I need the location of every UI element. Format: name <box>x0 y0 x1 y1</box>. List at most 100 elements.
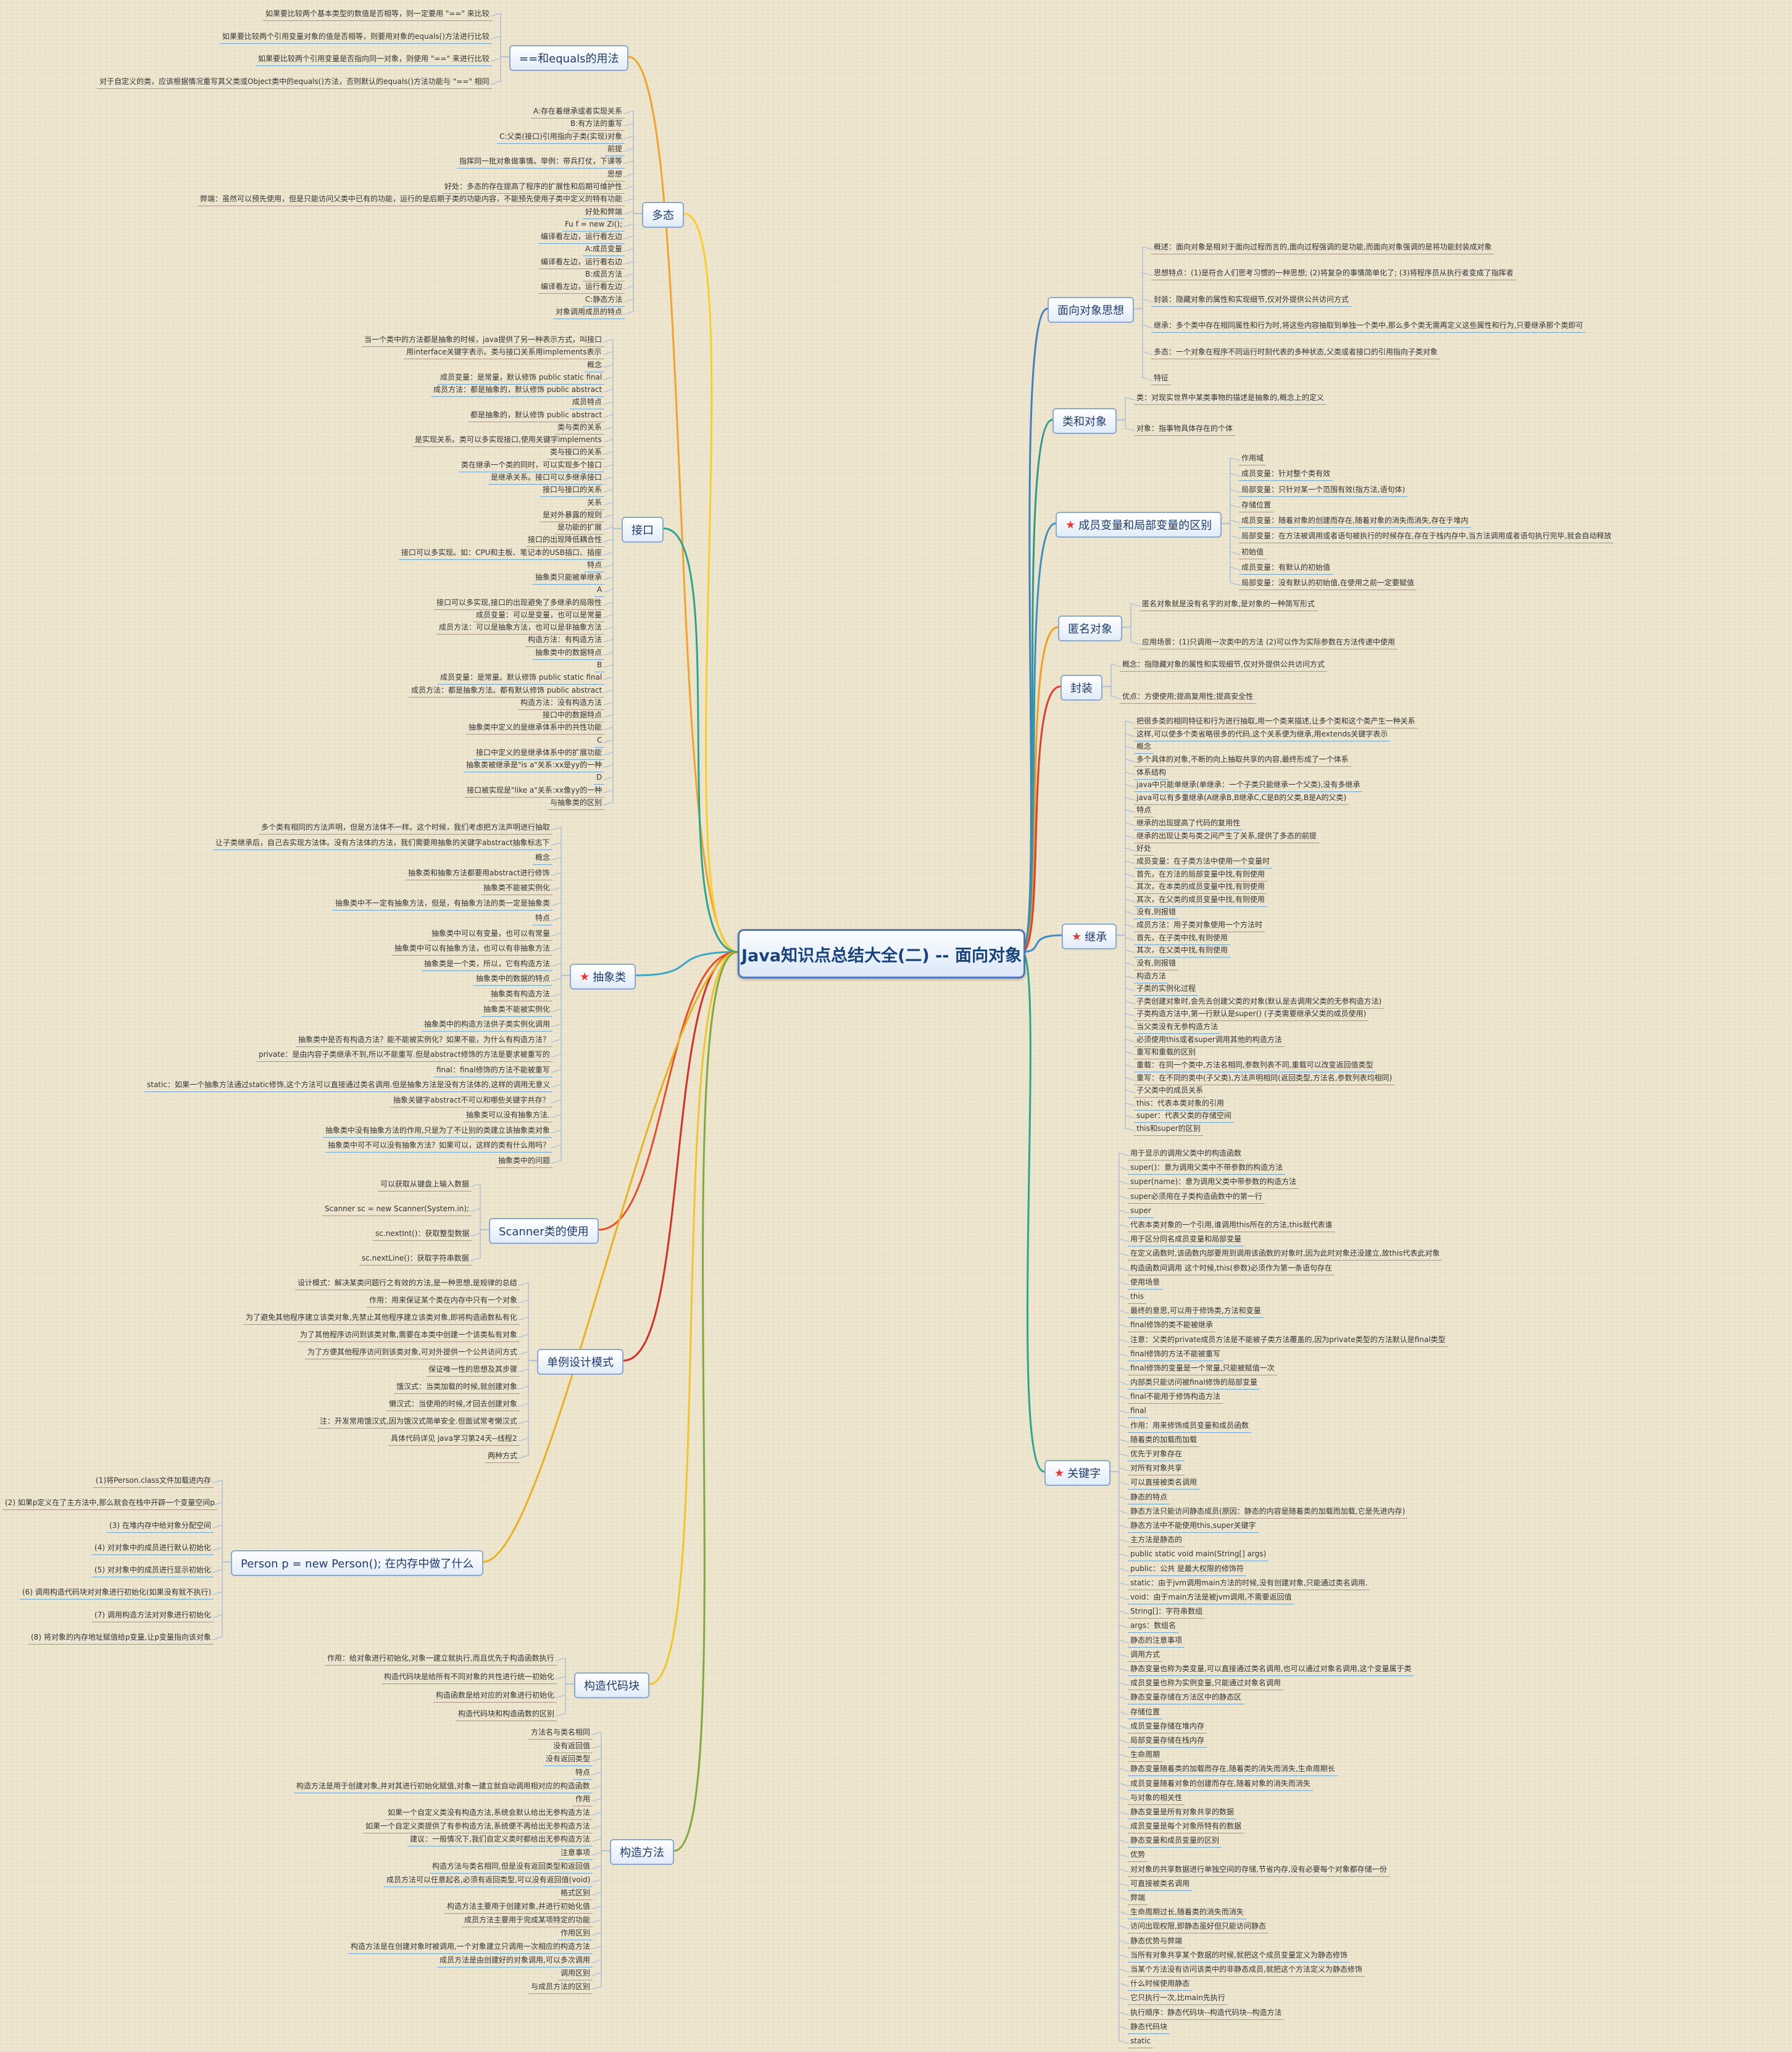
branch-constructor[interactable]: 构造方法 <box>610 1839 674 1865</box>
connector-line <box>1119 1353 1130 1357</box>
connector-line <box>602 790 614 793</box>
branch-anon[interactable]: 匿名对象 <box>1058 615 1122 641</box>
connector-line <box>602 752 614 756</box>
connector-line <box>1125 848 1136 851</box>
branch-class-obj[interactable]: 类和对象 <box>1052 408 1117 434</box>
connector-line <box>602 514 614 518</box>
connector-line <box>1119 1153 1130 1156</box>
connector-line <box>1119 1954 1130 1958</box>
connector-line <box>1125 733 1136 737</box>
leaf-node: 成员方法可以任意起名,必须有返回类型,可以没有返回值(void) <box>383 1875 593 1887</box>
leaf-node: 静态变量也称为类变量,可以直接通过类名调用,也可以通过对象名调用,这个变量属于类 <box>1127 1664 1414 1676</box>
connector-line <box>1125 784 1136 788</box>
connector-line <box>598 951 739 1231</box>
connector-line <box>1119 1840 1130 1843</box>
leaf-node: 弊端：虽然可以预先使用，但是只能访问父类中已有的功能，运行的是后期子类的功能内容… <box>197 194 625 206</box>
connector-line <box>602 464 614 468</box>
branch-singleton[interactable]: 单例设计模式 <box>537 1349 623 1375</box>
connector-line <box>1119 1339 1130 1343</box>
leaf-node: 抽象类中没有抽象方法的作用,只是为了不让别的类建立该抽象类对象 <box>323 1126 552 1138</box>
connector-line <box>1119 1425 1130 1428</box>
leaf-node: 对所有对象共享 <box>1127 1464 1185 1475</box>
branch-interface[interactable]: 接口 <box>622 517 664 543</box>
connector-line <box>1125 720 1136 724</box>
connector-line <box>1125 822 1136 826</box>
leaf-node: 抽象类不能被实例化 <box>480 1005 553 1017</box>
branch-vars[interactable]: ★成员变量和局部变量的区别 <box>1056 512 1222 538</box>
connector-line <box>551 903 562 906</box>
leaf-node: 特点 <box>1133 806 1154 817</box>
connector-line <box>490 58 501 62</box>
connector-line <box>602 639 614 643</box>
connector-line <box>1125 861 1136 864</box>
connector-line <box>1125 962 1136 966</box>
leaf-node: 首先，在子类中找,有则使用 <box>1134 933 1230 945</box>
connector-line <box>551 1054 562 1057</box>
connector-line <box>1230 504 1241 508</box>
branch-scanner[interactable]: Scanner类的使用 <box>489 1218 599 1244</box>
leaf-node: super <box>1128 1206 1154 1218</box>
leaf-node: 注意事项 <box>557 1848 593 1860</box>
leaf-node: 静态变量存储在方法区中的静态区 <box>1127 1693 1244 1704</box>
connector-line <box>1125 1077 1136 1081</box>
connector-line <box>1142 272 1153 276</box>
connector-line <box>1119 1883 1130 1887</box>
connector-line <box>1125 1026 1136 1030</box>
leaf-node: 其次，在父类的成员变量中找,有则使用 <box>1134 895 1267 907</box>
branch-encap[interactable]: 封装 <box>1061 675 1102 701</box>
leaf-node: 让子类继承后，自己去实现方法体。没有方法体的方法，我们需要用抽象的关键字abst… <box>213 838 552 850</box>
connector-line <box>1111 664 1122 667</box>
branch-oop[interactable]: 面向对象思想 <box>1048 297 1134 323</box>
connector-line <box>1119 1825 1130 1829</box>
leaf-node: 成员方法：可以是抽象方法，也可以是非抽象方法 <box>436 623 605 635</box>
leaf-node: java中只能单继承(单继承：一个子类只能继承一个父类),没有多继承 <box>1133 780 1363 792</box>
connector-line <box>1020 626 1059 953</box>
connector-line <box>623 261 634 265</box>
branch-new-person[interactable]: Person p = new Person(); 在内存中做了什么 <box>231 1550 484 1576</box>
connector-line <box>551 1160 562 1164</box>
connector-line <box>1119 1310 1130 1314</box>
leaf-node: 匿名对象就是没有名字的对象,是对象的一种简写形式 <box>1140 599 1317 611</box>
central-topic[interactable]: Java知识点总结大全(二) -- 面向对象 <box>738 929 1025 978</box>
leaf-node: 静态变量随着类的加载而存在,随着类的消失而消失,生命周期长 <box>1128 1764 1338 1776</box>
branch-polymorphism[interactable]: 多态 <box>642 202 684 228</box>
leaf-node: 继承的出现提高了代码的复用性 <box>1133 819 1243 830</box>
leaf-node: 初始值 <box>1238 548 1267 559</box>
leaf-node: 如果要比较两个基本类型的数值是否相等，则一定要用 "==" 来比较 <box>263 9 492 21</box>
leaf-node: 应用场景：(1)只调用一次类中的方法 (2)可以作为实际参数在方法传递中使用 <box>1140 638 1398 649</box>
connector-line <box>602 389 614 393</box>
leaf-node: 成员方法：都是抽象方法。都有默认修饰 public abstract <box>408 686 605 698</box>
branch-keyword[interactable]: ★关键字 <box>1044 1460 1111 1486</box>
leaf-node: 构造方法是用于创建对象,并对其进行初始化赋值,对象一建立就自动调用相对应的构造函… <box>294 1782 593 1793</box>
connector-line <box>1125 772 1136 775</box>
leaf-node: 指挥同一批对象做事情。举例：带兵打仗，下课等 <box>456 157 625 169</box>
branch-abstract[interactable]: ★抽象类 <box>570 964 636 990</box>
leaf-node: 当父类没有无参构造方法 <box>1133 1022 1221 1034</box>
leaf-node: 可以直接被类名调用 <box>1127 1478 1200 1490</box>
leaf-node: 设计模式：解决某类问题行之有效的方法,是一种思想,是规律的总结 <box>295 1278 520 1290</box>
connector-line <box>591 1972 602 1976</box>
leaf-node: Fu f = new Zi(); <box>562 220 625 231</box>
connector-line <box>1125 428 1136 432</box>
branch-construct-block[interactable]: 构造代码块 <box>574 1672 649 1698</box>
connector-line <box>1119 1640 1130 1643</box>
leaf-node: 重写：在不同的类中(子父类),方法声明相同(返回类型,方法名,参数列表均相同) <box>1133 1074 1395 1085</box>
leaf-node: 使用场景 <box>1127 1278 1163 1290</box>
branch-equals[interactable]: ==和equals的用法 <box>509 45 629 71</box>
leaf-node: 静态优势与弊端 <box>1127 1937 1185 1948</box>
star-icon: ★ <box>1054 1466 1065 1480</box>
connector-line <box>470 1183 481 1187</box>
leaf-node: 概念 <box>532 853 553 865</box>
connector-line <box>602 664 614 668</box>
leaf-node: 可以获取从键盘上输入数据 <box>377 1180 472 1191</box>
connector-line <box>623 186 634 190</box>
connector-line <box>1119 1625 1130 1629</box>
leaf-node: sc.nextInt()：获取整型数据 <box>372 1229 472 1241</box>
connector-line <box>602 740 614 743</box>
leaf-node: 概念：指隐藏对象的属性和实现细节,仅对外提供公共访问方式 <box>1120 660 1327 672</box>
connector-line <box>1230 551 1241 555</box>
branch-inherit[interactable]: ★继承 <box>1062 924 1117 949</box>
leaf-node: 没有,则报错 <box>1134 959 1178 970</box>
connector-line <box>1119 1410 1130 1414</box>
